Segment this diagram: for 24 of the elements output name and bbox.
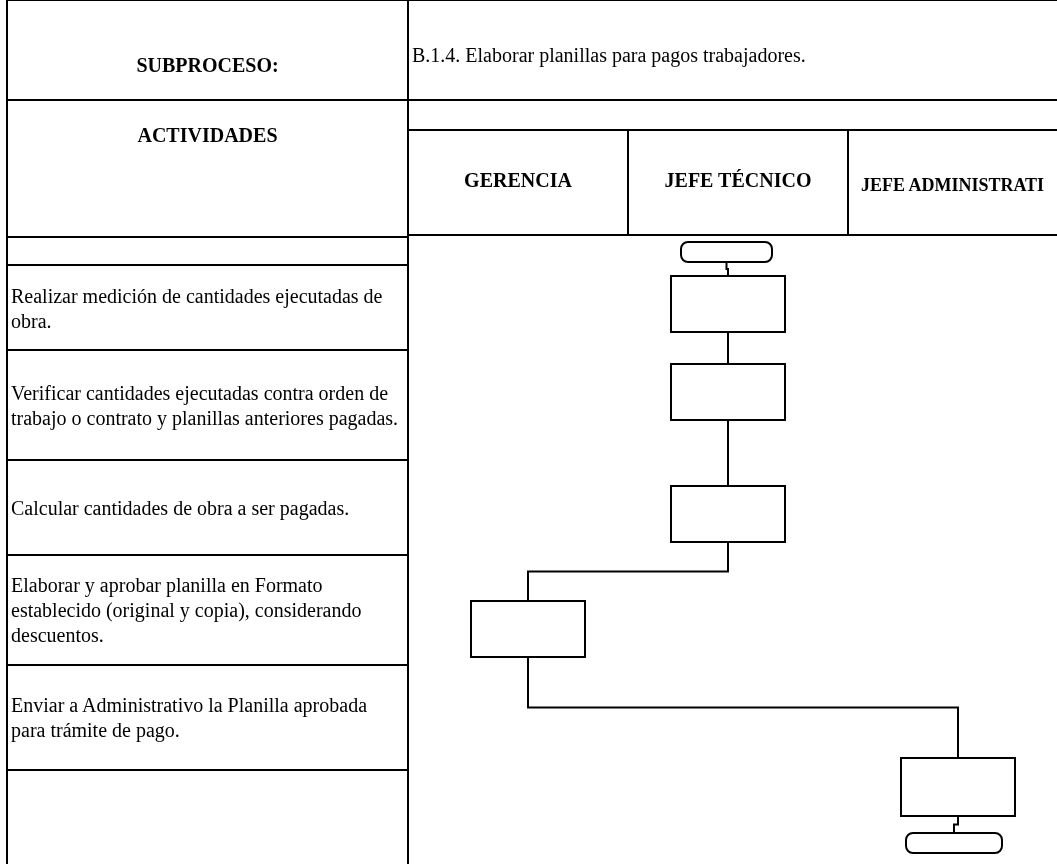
- subprocess-title: B.1.4. Elaborar planillas para pagos trabajadores.: [412, 42, 806, 68]
- process-box: [670, 485, 786, 543]
- process-box: [900, 757, 1016, 817]
- column-header: JEFE ADMINISTRATI: [860, 174, 1045, 196]
- activity-text: Calcular cantidades de obra a ser pagadas.: [11, 495, 350, 521]
- connector-line: [727, 420, 729, 486]
- column-header: GERENCIA: [464, 167, 572, 193]
- header-label: ACTIVIDADES: [137, 122, 278, 148]
- header-label: SUBPROCESO:: [136, 52, 279, 78]
- process-box: [670, 275, 786, 333]
- activity-text: Verificar cantidades ejecutadas contra orden de trabajo o contrato y planillas anteriores pagadas.: [11, 380, 400, 431]
- terminal-shape: [905, 832, 1003, 854]
- activity-text: Elaborar y aprobar planilla en Formato establecido (original y copia), considerando descuentos.: [11, 573, 363, 648]
- connector-line: [527, 657, 959, 758]
- connector-line: [725, 262, 729, 276]
- connector-line: [527, 542, 729, 601]
- terminal-shape: [680, 241, 773, 263]
- activity-text: Enviar a Administrativo la Planilla aprobada para trámite de pago.: [11, 693, 368, 743]
- process-box: [670, 363, 786, 421]
- connector-line: [953, 816, 959, 833]
- activity-text: Realizar medición de cantidades ejecutadas de obra.: [11, 284, 384, 334]
- process-box: [470, 600, 586, 658]
- connector-line: [727, 332, 729, 364]
- column-header: JEFE TÉCNICO: [664, 167, 812, 193]
